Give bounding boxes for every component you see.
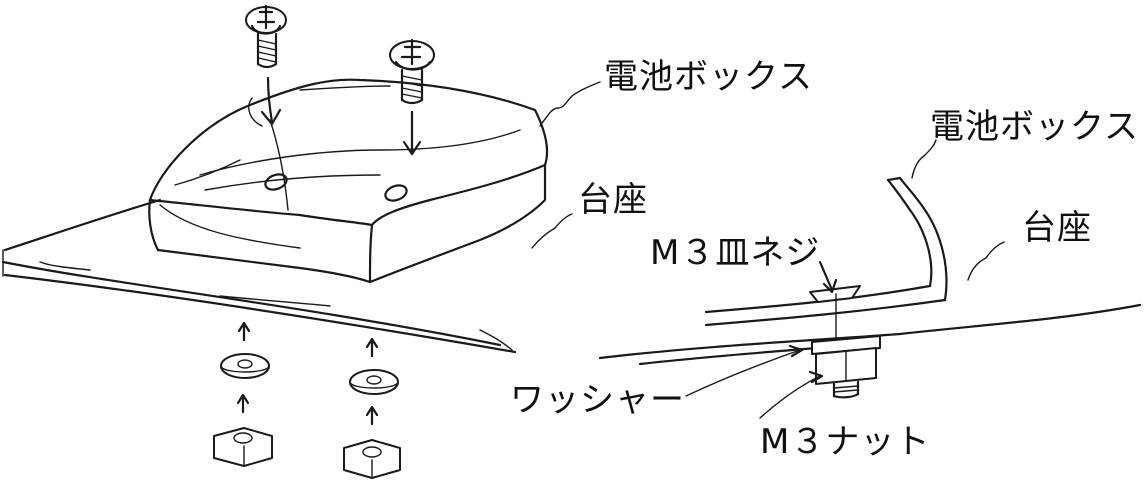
washer-nut-stack-left xyxy=(213,321,273,467)
leader-battery-box-right xyxy=(911,139,937,179)
leader-base-right xyxy=(967,241,1005,281)
washer-nut-stack-right xyxy=(343,337,401,479)
leader-m3-nut xyxy=(759,370,824,419)
base-plate-left xyxy=(1,198,517,354)
screw-arrows xyxy=(248,76,422,156)
cross-section xyxy=(598,176,1142,399)
label-base-right: 台座 xyxy=(1022,208,1092,248)
leader-base-left xyxy=(531,213,573,249)
label-battery-box-left: 電池ボックス xyxy=(604,57,813,97)
label-battery-box-right: 電池ボックス xyxy=(930,107,1139,147)
label-washer: ワッシャー xyxy=(510,380,685,420)
label-base-left: 台座 xyxy=(578,180,648,220)
leader-washer xyxy=(685,344,804,397)
label-m3-nut: M３ナット xyxy=(760,422,931,462)
label-m3-flat-screw: M３皿ネジ xyxy=(650,233,821,273)
screw-right xyxy=(389,38,435,105)
leader-battery-box-left xyxy=(539,81,601,127)
battery-box-left xyxy=(148,78,549,284)
leader-m3-screw xyxy=(818,260,838,294)
screw-left xyxy=(245,4,287,69)
